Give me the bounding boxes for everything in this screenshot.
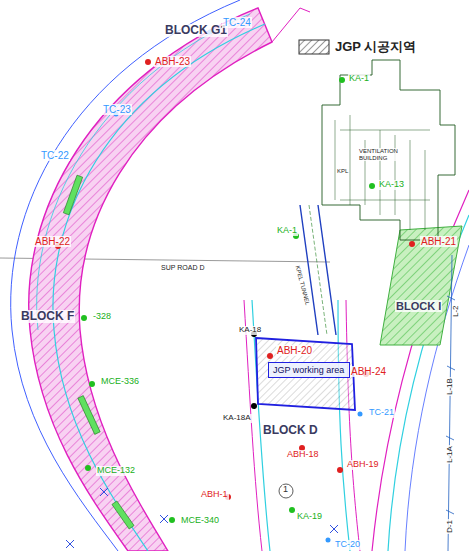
structure bbox=[78, 396, 100, 435]
block-name: BLOCK G1 bbox=[164, 24, 228, 37]
borehole-id: ABH-20 bbox=[276, 345, 313, 356]
structure bbox=[112, 501, 134, 529]
map-label: KPL bbox=[336, 168, 349, 175]
alignment-line bbox=[53, 24, 265, 551]
survey-point-id: KA-19 bbox=[296, 512, 323, 522]
dimension-line bbox=[448, 255, 452, 551]
map-label: L-1B bbox=[446, 377, 455, 396]
map-label: SUP ROAD D bbox=[160, 264, 205, 272]
area-label: JGP working area bbox=[273, 365, 345, 375]
block-name: BLOCK I bbox=[395, 300, 442, 312]
test-pit-id: TC-24 bbox=[222, 17, 252, 28]
test-pit-id: TC-20 bbox=[334, 540, 361, 550]
borehole-id: ABH-18 bbox=[286, 450, 320, 460]
survey-point-id: MCE-340 bbox=[180, 516, 220, 526]
survey-point-id: MCE-132 bbox=[96, 466, 136, 476]
building-detail bbox=[335, 115, 430, 230]
test-pit-id: TC-22 bbox=[40, 150, 70, 161]
survey-mark bbox=[66, 488, 338, 548]
survey-point-id: KA-1 bbox=[348, 74, 370, 84]
callout-circle bbox=[279, 484, 293, 498]
survey-point-id: KA-13 bbox=[378, 180, 405, 190]
tunnel-line bbox=[300, 205, 336, 335]
map-label: KA-18 bbox=[238, 326, 262, 335]
survey-point-id: KA-1 bbox=[276, 226, 298, 236]
survey-point-id: MCE-336 bbox=[100, 377, 140, 387]
map-label: KA-18A bbox=[222, 414, 252, 423]
work-area-box: JGP working area bbox=[268, 362, 350, 378]
alignment-line bbox=[37, 14, 250, 330]
alignment-line bbox=[346, 300, 360, 551]
borehole-id: ABH-21 bbox=[420, 236, 457, 247]
structure bbox=[63, 175, 82, 215]
borehole-id: ABH-19 bbox=[346, 460, 380, 470]
map-label: L-2 bbox=[452, 304, 461, 318]
test-pit-id: TC-23 bbox=[102, 104, 132, 115]
map-label: L-1A bbox=[446, 445, 455, 464]
legend-row: JGP 시공지역 bbox=[298, 38, 416, 56]
borehole-id: ABH-22 bbox=[34, 236, 71, 247]
block-name: BLOCK F bbox=[20, 310, 75, 323]
borehole-id: ABH-24 bbox=[350, 366, 387, 377]
jgp-area bbox=[380, 226, 462, 345]
legend-swatch bbox=[298, 39, 330, 55]
tunnel-axis bbox=[309, 205, 327, 335]
band-end bbox=[272, 8, 310, 42]
borehole-id: ABH-1 bbox=[200, 490, 229, 500]
map-label: D-1 bbox=[446, 519, 455, 534]
survey-point-id: -328 bbox=[92, 312, 112, 322]
map-label: 1 bbox=[282, 485, 289, 495]
building-outline bbox=[322, 60, 455, 240]
borehole-id: ABH-23 bbox=[154, 56, 191, 67]
jgp-area bbox=[256, 338, 355, 410]
jgp-band bbox=[29, 8, 272, 551]
alignment-line bbox=[338, 300, 350, 551]
borehole-dots bbox=[55, 30, 415, 543]
map-label: VENTILATION BUILDING bbox=[358, 148, 404, 161]
dimension-tick bbox=[446, 296, 455, 514]
test-pit-id: TC-21 bbox=[368, 408, 395, 418]
legend-text: JGP 시공지역 bbox=[335, 38, 416, 56]
block-name: BLOCK D bbox=[262, 424, 319, 437]
